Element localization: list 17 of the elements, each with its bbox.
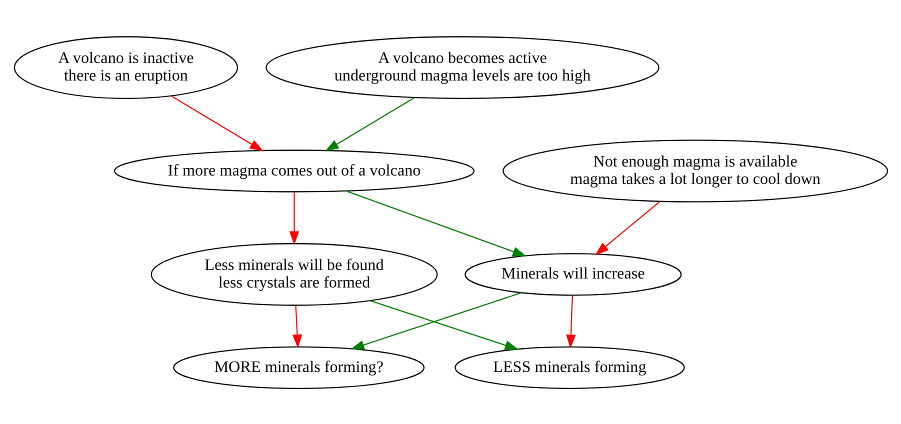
arrow xyxy=(292,305,302,348)
node-ellipse: A volcano is inactive there is an eruption xyxy=(13,36,238,98)
arrow xyxy=(170,95,263,151)
node-ellipse: Less minerals will be found less crystals are formed xyxy=(150,242,438,306)
node-ellipse: If more magma comes out of a volcano xyxy=(113,149,474,192)
node-ellipse: LESS minerals forming xyxy=(454,346,684,388)
node-ellipse: A volcano becomes active underground magma levels are too high xyxy=(265,36,659,98)
node-ellipse: MORE minerals forming? xyxy=(172,346,424,388)
arrow xyxy=(370,300,518,350)
arrow xyxy=(566,294,576,348)
arrow xyxy=(594,200,660,255)
node-ellipse: Not enough magma is available magma takes a lot longer to cool down xyxy=(502,139,888,202)
arrow xyxy=(350,292,522,350)
arrow xyxy=(345,190,526,256)
arrow xyxy=(324,96,414,151)
node-ellipse: Minerals will increase xyxy=(464,252,682,296)
arrow xyxy=(288,192,299,245)
